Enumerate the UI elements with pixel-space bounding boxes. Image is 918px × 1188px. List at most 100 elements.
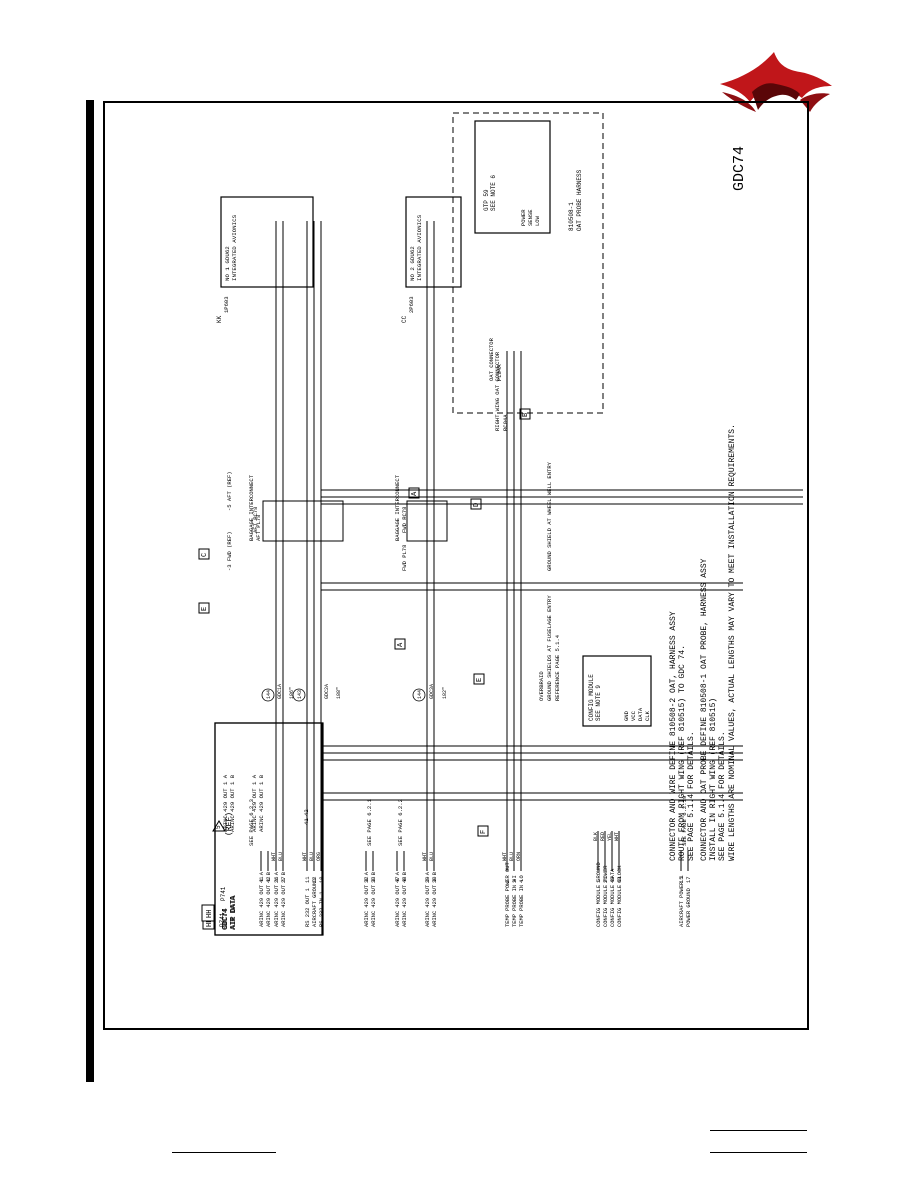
see-page-6219: SEE PAGE 6.2.19 [681, 796, 688, 846]
fwd-ic-conn: FWD PL78 [401, 545, 408, 571]
config-lbl: VCC [630, 710, 637, 721]
ref-triangle-5 [212, 820, 226, 832]
wire-color: ORG [316, 852, 322, 861]
wire-color: BLK [593, 832, 599, 841]
gdc-group-4-label-1: ARINC 429 OUT 3 B [402, 871, 408, 927]
sheet-title: GDC74 [731, 146, 748, 191]
gdu1-subtitle: INTEGRATED AVIONICS [231, 214, 238, 281]
tag-f-box [477, 825, 489, 837]
gdc-group-0-label-1: ARINC 429 OUT 1 B [266, 871, 272, 927]
wire-id: GDC3A [429, 684, 435, 699]
gdc-group-5-label-0: ARINC 429 OUT 2 A [425, 871, 431, 927]
rc04a: RC04A [502, 414, 509, 431]
pin-num: 11 [305, 877, 311, 883]
config-module-box [582, 655, 652, 727]
pin-num: 1 [596, 880, 602, 883]
ref-label: (REF) [225, 812, 234, 836]
gdc-group-3-label-0: ARINC 429 OUT 3 A [364, 871, 370, 927]
pin-num: 32 [364, 877, 370, 883]
see-page-622: SEE PAGE 6.2.2 [397, 799, 404, 846]
gdu62-no2-box [405, 196, 462, 288]
oat-connector: OAT CONNECTOR [488, 337, 495, 381]
gdc-label: ARINC 429 OUT 1 B [258, 774, 265, 832]
pin-num: 2 [505, 880, 511, 883]
tag-e: E [201, 607, 209, 611]
pin-num: 15 [679, 877, 685, 883]
aft-ref: -5 AFT (REF) [226, 471, 233, 511]
pin-num: 41 [259, 877, 265, 883]
connector-p741: P741 [219, 912, 226, 927]
aft-interconnect [262, 500, 344, 542]
gdc-group-6-label-1: TEMP PROBE IN HI [512, 875, 518, 927]
tag-e-box [198, 602, 210, 614]
pin-num: 47 [395, 877, 401, 883]
gtp-lbl: POWER [520, 209, 527, 226]
harness-num: 810508-1 [568, 202, 575, 231]
gdu2-title: NO 2 GDU62 [409, 246, 416, 281]
gdc-label: ARINC 429 OUT 1 B [229, 774, 236, 832]
wire-color: BLU [429, 852, 435, 861]
note-2c: SEE PAGE 5.1.4 FOR DETAILS. [718, 731, 727, 861]
wire-color: BLU [509, 852, 515, 861]
config-note: SEE NOTE 9 [595, 685, 602, 721]
note-3a: CONNECTOR AND WIRE DEFINE 810508-2 OAT, … [669, 611, 678, 861]
wire-spec-circle-144 [261, 688, 275, 702]
pin-num: 29 [425, 877, 431, 883]
pin-num: 30 [432, 877, 438, 883]
gdc-group-8-label-0: AIRCRAFT POWER 1 [679, 875, 685, 927]
right-wing: RIGHT WING OAT CONNECTOR [494, 351, 501, 431]
gtp59-box [474, 120, 551, 234]
wire-id: GDC1A [277, 684, 283, 699]
tag-c: C [201, 553, 209, 557]
gdc-group-7-label-2: CONFIG MODULE DATA [610, 868, 616, 927]
wire-color: WHT [271, 852, 277, 861]
pin-num: 12 [312, 877, 318, 883]
wire-color: YEL [607, 832, 613, 841]
wiring-diagram: GDC74 AIR DATA HH P741 ARINC 429 OUT 1 A… [198, 112, 803, 936]
wire-color: ORN [516, 852, 522, 861]
gdu62-no1-box [220, 196, 314, 288]
tag-f: F [480, 830, 488, 834]
tag-b-box [519, 408, 531, 420]
gdc74-module-box [214, 722, 324, 936]
wire-color: RED [600, 832, 606, 841]
see-page-623: SEE PAGE 6.2.3 [248, 799, 255, 846]
gdc74-subtitle-label: AIR DATA [230, 895, 238, 929]
ref-hh-tag [201, 904, 215, 922]
ref-hh: HH [206, 919, 214, 927]
tag-a2: A [411, 491, 419, 496]
gdc-group-2-label-1: AIRCRAFT GROUND [312, 878, 318, 927]
note-3b: ROUTE FROM RIGHT WING (REF 810515) TO GD… [678, 645, 687, 861]
tag-a: A [397, 642, 405, 647]
ref-page: REFERENCE PAGE 5.1.4 [554, 634, 561, 701]
pin-num: 40 [610, 877, 616, 883]
tag-d-box [470, 498, 482, 510]
gdc74-title-label: GDC74 [222, 908, 230, 929]
fwd-interconnect [406, 500, 448, 542]
gdu2-conn: 2P603 [408, 296, 415, 313]
tag-b: B [522, 413, 530, 417]
wire-color: WHT [502, 852, 508, 861]
gdc74-title: GDC74 [222, 909, 230, 930]
wire-id: GDC2A [324, 684, 330, 699]
pin-num: 33 [371, 877, 377, 883]
gdc-group-0-label-0: ARINC 429 OUT 1 A [259, 871, 265, 927]
connector-p741-text: P741 [220, 886, 227, 901]
config-lbl: CLK [644, 710, 651, 721]
pin-num: 26 [274, 877, 280, 883]
pin-num: 17 [686, 877, 692, 883]
footer-rule-1 [710, 1130, 807, 1131]
config-title: CONFIG MODULE [588, 674, 595, 721]
gtp59-note: SEE NOTE 6 [490, 175, 497, 211]
config-lbl: GND [623, 710, 630, 721]
pin-num: 21 [603, 877, 609, 883]
fwd-rc: FWD RC78 [401, 507, 408, 533]
tag-e2: E [476, 678, 484, 682]
gdc-label: ARINC 429 OUT 1 A [222, 774, 229, 832]
gdc-group-4-label-0: ARINC 429 OUT 3 A [395, 871, 401, 927]
ground-fus: GROUND SHIELDS AT FUSELAGE ENTRY [546, 595, 553, 701]
pin-num: 4 [519, 880, 525, 883]
gdc-group-1-label-1: ARINC 429 OUT 1 B [281, 871, 287, 927]
wire-len: 182" [442, 687, 448, 699]
gdc-group-1-label-0: ARINC 429 OUT 1 A [274, 871, 280, 927]
